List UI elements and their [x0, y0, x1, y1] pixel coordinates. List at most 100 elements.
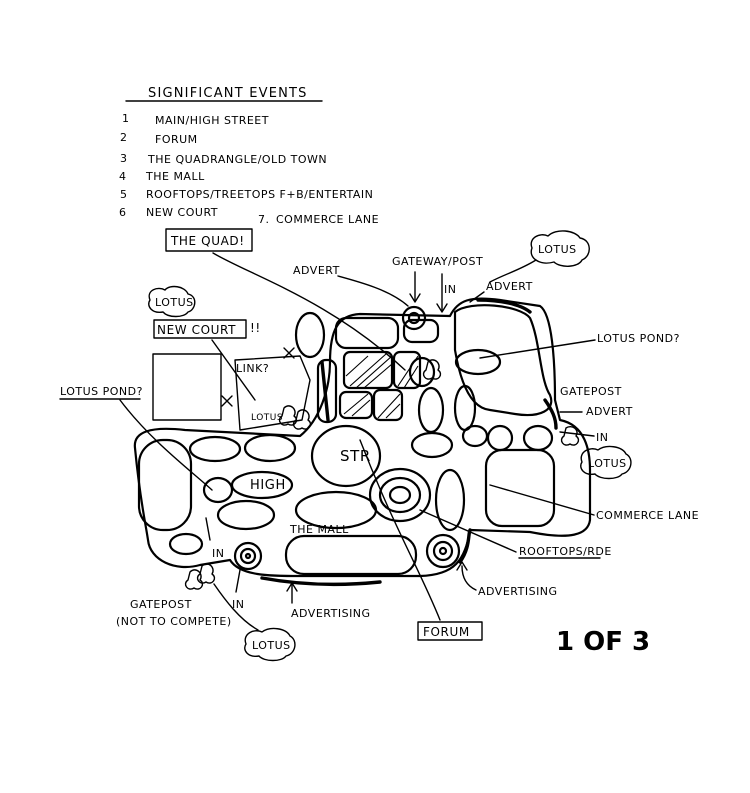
lotus-leader [489, 259, 537, 283]
site-blocks [137, 304, 556, 576]
block [453, 384, 477, 432]
lotus-cloud-top-right: LOTUS [489, 230, 590, 283]
block [461, 424, 489, 448]
block-commerce [484, 448, 556, 528]
legend-item-label: COMMERCE LANE [276, 213, 379, 226]
commerce-lane-label: COMMERCE LANE [596, 509, 699, 522]
block [294, 311, 326, 359]
legend-item-number: 3 [120, 152, 128, 165]
legend-item: 6 NEW COURT [119, 206, 218, 219]
site-outline [133, 297, 592, 578]
in-bottom-left-label: IN [212, 547, 224, 560]
block-gateway [453, 304, 553, 417]
new-court-label-box [153, 319, 247, 339]
advertising-right-leader [461, 565, 477, 591]
advertising-band [458, 528, 472, 564]
legend-item-label: FORUM [155, 133, 198, 146]
advertising-bottom-label: ADVERTISING [291, 607, 371, 620]
legend-item: 7. COMMERCE LANE [258, 213, 379, 226]
the-quad-label: THE QUAD! [170, 234, 245, 248]
in-right-arrow [559, 431, 595, 437]
gateway-node [168, 532, 204, 556]
gateway-post-label: GATEWAY/POST [392, 255, 483, 268]
cross-mark [283, 347, 295, 359]
lotus-flower-icon [560, 426, 580, 446]
block [243, 433, 297, 463]
rooftops-rde-label: ROOFTOPS/RDE [519, 545, 612, 558]
lotus-flower-icon [278, 405, 298, 426]
block-west [137, 438, 193, 532]
the-quad-leader [212, 252, 406, 371]
arrow-head [409, 293, 421, 303]
cross-mark [221, 395, 233, 407]
legend-title: SIGNIFICANT EVENTS [148, 86, 308, 101]
block-hatched [342, 350, 394, 390]
in-right-label: IN [596, 431, 608, 444]
lotus-label: LOTUS [251, 413, 283, 423]
lotus-flower-icon [196, 563, 216, 584]
advert-top-right-label: ADVERT [486, 280, 533, 293]
legend-item-label: MAIN/HIGH STREET [155, 114, 269, 127]
lotus-cloud-top-left: LOTUS [148, 285, 196, 318]
new-court-leader [211, 339, 256, 401]
block [486, 424, 514, 452]
in-bottom-label: IN [232, 598, 244, 611]
block [434, 468, 466, 532]
link-label: LINK? [236, 362, 269, 375]
the-mall-label: THE MALL [289, 523, 349, 536]
lotus-leader [213, 583, 259, 631]
quadrangle-hatching [343, 353, 419, 419]
block-hatched [392, 350, 422, 390]
legend-item-number: 5 [120, 188, 128, 201]
block [316, 358, 338, 424]
block [402, 318, 440, 344]
arrow-head [286, 582, 298, 592]
advert-top-label: ADVERT [293, 264, 340, 277]
forum-hub [368, 467, 432, 523]
lotus-flower-icon [184, 569, 204, 590]
block [417, 386, 445, 434]
advert-right-label: ADVERT [586, 405, 633, 418]
lotus-label: LOTUS [155, 296, 194, 309]
legend-item-number: 2 [120, 131, 128, 144]
new-court-label: NEW COURT [157, 323, 236, 337]
page-indicator: 1 OF 3 [556, 627, 650, 657]
lotus-pond-right-leader [479, 339, 596, 359]
advertising-band [543, 398, 558, 430]
high-label: HIGH [250, 478, 286, 493]
forum-label: FORUM [423, 625, 470, 639]
block [188, 435, 242, 463]
lotus-label: LOTUS [538, 243, 577, 256]
legend-item-number: 4 [119, 170, 127, 183]
gateway-node-bottom-left [233, 541, 263, 571]
block-hatched [372, 388, 404, 422]
lotus-cloud-bottom: LOTUS [213, 583, 296, 662]
legend-item: 2 FORUM [120, 131, 198, 146]
lotus-label: LOTUS [588, 457, 627, 470]
lotus-label: LOTUS [252, 639, 291, 652]
lotus-flower-icon [292, 409, 312, 430]
gatepost-bottom-label: GATEPOST [130, 598, 192, 611]
lotus-small-near-new-court: LOTUS [251, 405, 312, 430]
advertising-band [260, 576, 382, 587]
block [408, 356, 436, 388]
gatepost-right-label: GATEPOST [560, 385, 622, 398]
legend-item-label: NEW COURT [146, 206, 218, 219]
legend-item-number: 6 [119, 206, 127, 219]
lotus-pond-right-label: LOTUS POND? [597, 332, 680, 345]
legend-item-label: ROOFTOPS/TREETOPS F+B/ENTERTAIN [146, 188, 373, 201]
gateway-nodes [168, 305, 461, 571]
legend-item: 5 ROOFTOPS/TREETOPS F+B/ENTERTAIN [120, 188, 373, 201]
block [522, 424, 554, 452]
block [454, 348, 502, 376]
new-court-square [152, 353, 222, 421]
new-court-link-zone [234, 355, 311, 431]
new-court-area: NEW COURT !! LINK? [152, 319, 311, 431]
legend-item-label: THE MALL [145, 170, 205, 183]
lotus-pond-left-label: LOTUS POND? [60, 385, 143, 398]
street-label: STR [340, 447, 371, 465]
legend-item-number: 7. [258, 213, 270, 226]
legend-item: 4 THE MALL [119, 170, 205, 183]
in-top-label: IN [444, 283, 456, 296]
